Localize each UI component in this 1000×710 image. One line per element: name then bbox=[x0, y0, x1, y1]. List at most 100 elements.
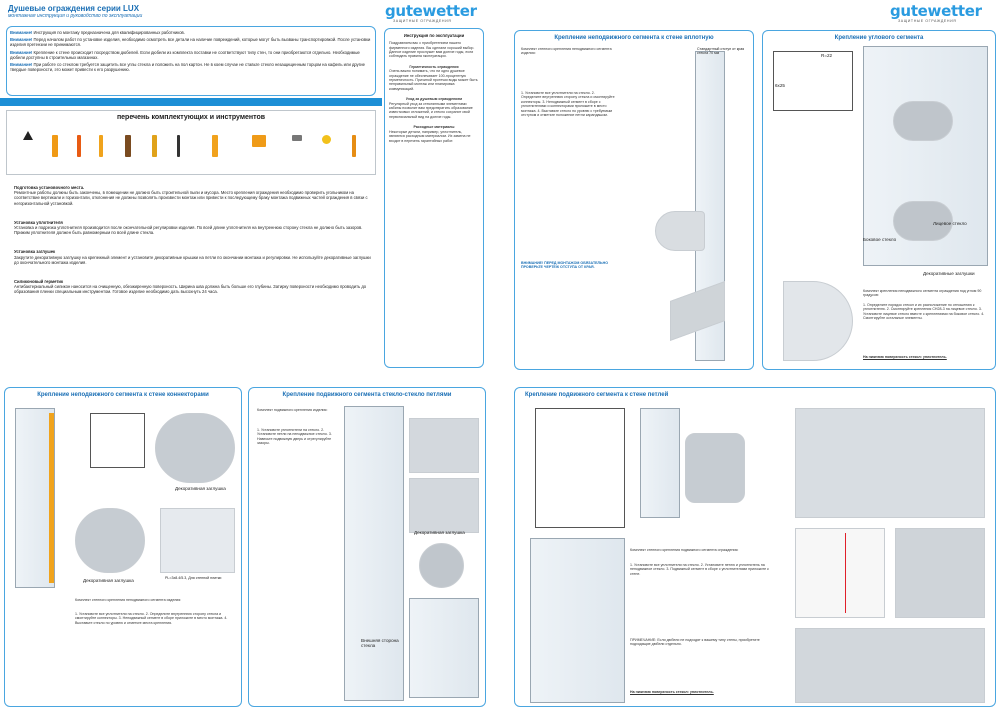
section-title: Крепление неподвижного сегмента к стене … bbox=[554, 35, 714, 41]
knife-icon bbox=[292, 135, 302, 141]
door-panel bbox=[530, 538, 625, 703]
section-text: Антибактериальный силикон наносится на о… bbox=[14, 284, 367, 295]
clamp-detail bbox=[783, 281, 853, 361]
tape-measure-icon bbox=[322, 135, 331, 144]
kit-text: Комплект подвижного крепления изделия: bbox=[257, 408, 328, 412]
knob-photo bbox=[419, 543, 464, 588]
dowel-photo bbox=[895, 528, 985, 618]
step-text: 1. Определите порядок стекол и их распол… bbox=[863, 303, 985, 321]
dimension-label: R=22 bbox=[821, 53, 833, 58]
section-wall-flush: Крепление неподвижного сегмента к стене … bbox=[514, 30, 754, 370]
glass-panel bbox=[344, 406, 404, 701]
sidebar-text: Некоторые детали, например, уплотнитель,… bbox=[389, 129, 471, 143]
dimension-label: 6x25 bbox=[775, 83, 785, 88]
sheet-wall-hinge: Крепление подвижного сегмента к стене пе… bbox=[510, 385, 1000, 710]
section-title: Крепление углового сегмента bbox=[834, 35, 924, 41]
brand-logo: gutewetter bbox=[890, 2, 982, 20]
sheet-connectors-and-hinges: Крепление неподвижного сегмента к стене … bbox=[0, 385, 490, 710]
connector-diagram bbox=[655, 211, 705, 251]
kit-text: Комплект стенного крепления неподвижного… bbox=[75, 598, 182, 602]
glass-label: Лицевое стекло bbox=[933, 221, 967, 226]
warning-item: Внимание! При работе со стеклом требуетс… bbox=[10, 62, 365, 73]
outer-side-label: Внешняя сторона стекла bbox=[361, 638, 399, 648]
level-icon bbox=[152, 135, 157, 157]
clamp-photo bbox=[893, 201, 953, 241]
sidebar-heading: Расходные материалы bbox=[413, 125, 455, 130]
wall-drill-diagram bbox=[795, 528, 885, 618]
corner-clamp-diagram bbox=[773, 51, 853, 111]
connector-photo bbox=[155, 413, 235, 483]
glass-panel bbox=[15, 408, 55, 588]
section-title: Крепление подвижного сегмента стекло-сте… bbox=[282, 392, 452, 398]
usage-sidebar: Инструкция по эксплуатации Поздравляем в… bbox=[384, 28, 484, 368]
section-text: Ремонтные работы должны быть закончены, … bbox=[14, 190, 368, 206]
section-title: Силиконовый герметик bbox=[14, 279, 64, 285]
hinge-photo bbox=[795, 408, 985, 518]
drill-icon bbox=[52, 135, 58, 157]
sidebar-intro: Поздравляем вас с приобретением нашего ф… bbox=[389, 41, 475, 59]
warnings-box: Внимание! Инструкция по монтажу предназн… bbox=[6, 26, 376, 96]
sheet1-title: Душевые ограждения серии LUX bbox=[8, 4, 140, 13]
cap-label: Декоративная заглушка bbox=[83, 578, 134, 583]
clamp-photo bbox=[893, 101, 953, 141]
offset-label: Стандартный отступ от края стекла 70 мм bbox=[697, 47, 745, 55]
screwdriver-icon bbox=[99, 135, 103, 157]
section-title: Крепление подвижного сегмента к стене пе… bbox=[525, 392, 669, 398]
screwdriver-icon bbox=[77, 135, 81, 157]
blue-band bbox=[0, 98, 382, 106]
section-title: Крепление неподвижного сегмента к стене … bbox=[37, 392, 209, 398]
warning-item: Внимание! Инструкция по монтажу предназн… bbox=[10, 30, 185, 35]
section-title: Установка уплотнителя bbox=[14, 219, 63, 225]
level-tool bbox=[49, 413, 54, 583]
step-text: 1. Установите все уплотнители на стекло.… bbox=[75, 612, 228, 625]
connector-drawing bbox=[90, 413, 145, 468]
brand-tagline: ЗАЩИТНЫЕ ОГРАЖДЕНИЯ bbox=[898, 19, 957, 23]
warning-triangle-icon bbox=[23, 131, 33, 140]
sidebar-text: Очень важно понимать, что ни одно душево… bbox=[389, 69, 478, 91]
brand-logo: gutewetter bbox=[385, 2, 477, 20]
note-text: ПРИМЕЧАНИЕ: Если дюбели не подходят к ва… bbox=[630, 638, 760, 647]
section-glass-hinges: Крепление подвижного сегмента стекло-сте… bbox=[248, 387, 486, 707]
warning-item: Внимание! Перед началом работ по установ… bbox=[10, 37, 371, 48]
drill-diagram bbox=[160, 508, 235, 573]
sections: Подготовка установочного места. Ремонтны… bbox=[14, 185, 374, 295]
section-corner: Крепление углового сегмента R=22 6x25 Бо… bbox=[762, 30, 996, 370]
hammer-icon bbox=[125, 135, 131, 157]
sidebar-heading: Уход за душевым ограждением bbox=[405, 97, 463, 102]
glass-panel bbox=[640, 408, 680, 518]
step-text: 1. Установите все уплотнители на стекло.… bbox=[521, 91, 615, 118]
footer-note: На нижнюю поверхность стекол: уплотнител… bbox=[630, 690, 714, 694]
sidebar-text: Регулярный уход за стеклянными элементам… bbox=[389, 101, 473, 119]
warning-item: Внимание! Крепление к стене происходит п… bbox=[10, 49, 360, 60]
tools-title: перечень комплектующих и инструментов bbox=[116, 114, 266, 121]
hinge-photo bbox=[409, 418, 479, 473]
tools-panel: перечень комплектующих и инструментов bbox=[6, 110, 376, 175]
footer-note: На нижнюю поверхность стекол: уплотнител… bbox=[863, 355, 947, 359]
plumb-line bbox=[845, 533, 847, 613]
glass-panel bbox=[409, 598, 479, 698]
hinge-photo bbox=[685, 433, 745, 503]
sidebar-title: Инструкция по эксплуатации bbox=[403, 33, 465, 38]
section-wall-hinge: Крепление подвижного сегмента к стене пе… bbox=[514, 387, 996, 707]
hinge-mount-photo bbox=[795, 628, 985, 703]
kit-text: Комплект крепления неподвижного сегмента… bbox=[863, 289, 982, 298]
hinge-drawing bbox=[535, 408, 625, 528]
dowel-label: PL=3x8.4/5.3, Для стенной плитки bbox=[165, 576, 222, 580]
sidebar-heading: Герметичность ограждения bbox=[409, 64, 459, 69]
wrench-icon bbox=[212, 135, 218, 157]
silicone-gun-icon bbox=[252, 135, 266, 147]
cap-label: Декоративные заглушки bbox=[923, 271, 975, 276]
section-text: Установка и подрезка уплотнителя произво… bbox=[14, 225, 363, 236]
brand-tagline: ЗАЩИТНЫЕ ОГРАЖДЕНИЯ bbox=[393, 19, 452, 23]
cap-label: Декоративная заглушка bbox=[175, 486, 226, 491]
hinge-photo bbox=[409, 478, 479, 533]
section-wall-connectors: Крепление неподвижного сегмента к стене … bbox=[4, 387, 242, 707]
cap-label: Декоративная заглушка bbox=[414, 530, 465, 535]
section-title: Подготовка установочного места. bbox=[14, 185, 85, 190]
square-icon bbox=[352, 135, 356, 157]
section-text: Закрутите декоративную заглушку на крепе… bbox=[14, 254, 371, 265]
kit-text: Комплект стенного крепления подвижного с… bbox=[630, 548, 739, 552]
note-text: ВНИМАНИЕ! ПЕРЕД МОНТАЖОМ ОБЯЗАТЕЛЬНО ПРО… bbox=[521, 261, 609, 270]
section-title: Установка заглушек bbox=[14, 249, 56, 255]
connector-photo bbox=[75, 508, 145, 573]
